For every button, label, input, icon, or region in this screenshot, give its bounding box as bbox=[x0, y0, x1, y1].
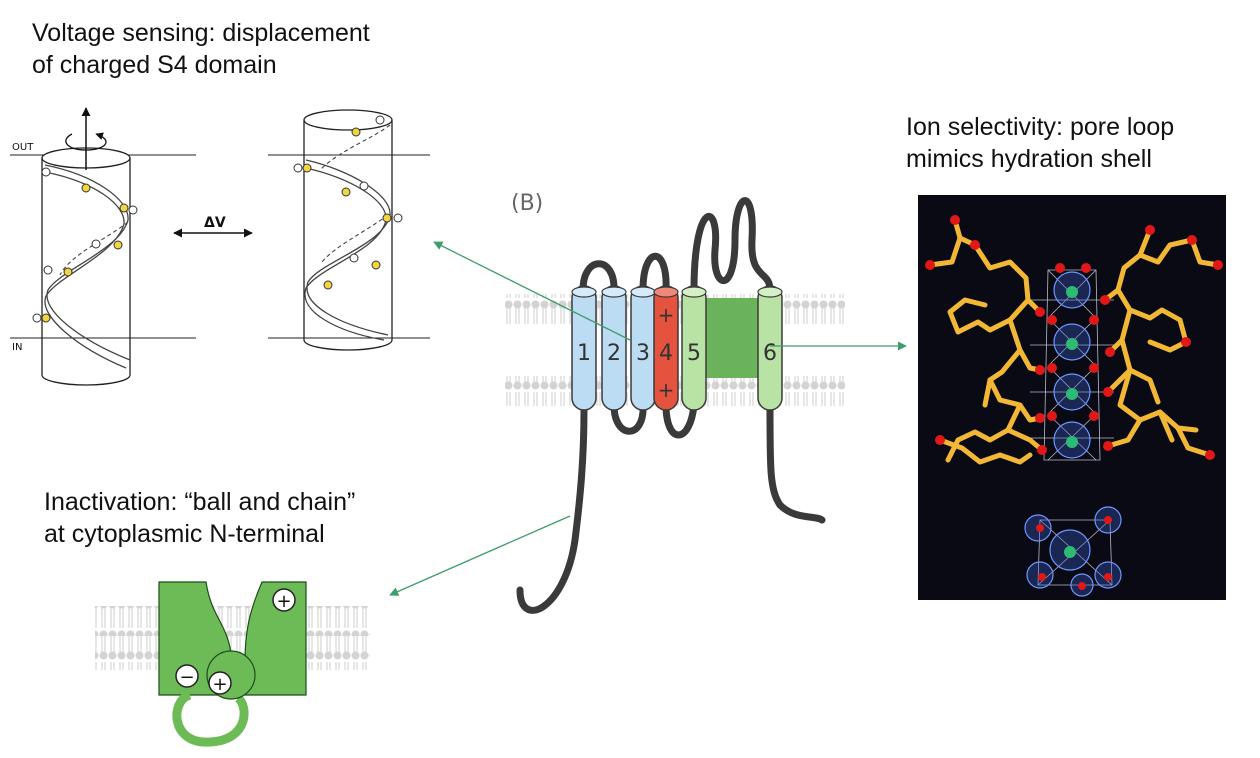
ball-and-chain-panel: − + + bbox=[95, 581, 370, 747]
arrow-to-inactivation bbox=[389, 515, 571, 596]
delta-v-label: ΔV bbox=[204, 215, 226, 231]
ball-plus-charge-icon bbox=[208, 671, 232, 695]
s4-charge-bottom: + bbox=[658, 378, 675, 402]
pore-region bbox=[705, 298, 765, 378]
segment-s6 bbox=[757, 285, 783, 411]
inactivation-caption-line1: Inactivation: “ball and chain” bbox=[44, 488, 356, 516]
arrow-to-voltage-sensor bbox=[433, 241, 631, 341]
s4-charge-top: + bbox=[658, 303, 675, 327]
ion-selectivity-caption-line1: Ion selectivity: pore loop bbox=[906, 113, 1175, 141]
out-label: OUT bbox=[12, 142, 34, 153]
channel-loops bbox=[516, 197, 826, 614]
s4-cylinder-activated bbox=[293, 109, 403, 351]
voltage-sensing-caption-line2: of charged S4 domain bbox=[32, 51, 277, 79]
segment-4-label: 4 bbox=[659, 341, 673, 366]
s4-voltage-sensor-panel: OUT IN ΔV bbox=[10, 107, 430, 386]
segment-s2 bbox=[601, 285, 627, 411]
minus-charge-icon bbox=[175, 664, 199, 688]
segment-6-label: 6 bbox=[763, 341, 777, 366]
selectivity-filter-structure-image bbox=[918, 195, 1226, 600]
segment-5-label: 5 bbox=[687, 341, 701, 366]
voltage-sensing-caption-line1: Voltage sensing: displacement bbox=[32, 19, 370, 47]
segment-s3 bbox=[630, 285, 656, 411]
segment-s5 bbox=[681, 285, 707, 411]
segment-3-label: 3 bbox=[636, 341, 650, 366]
segment-2-label: 2 bbox=[607, 341, 621, 366]
s4-rotation-arrow bbox=[65, 132, 107, 151]
inactivation-caption-line2: at cytoplasmic N-terminal bbox=[44, 520, 325, 548]
channel-plus-charge-symbol: + bbox=[276, 591, 291, 612]
in-label: IN bbox=[12, 342, 22, 353]
segment-s4 bbox=[653, 285, 679, 411]
panel-b-label: (B) bbox=[511, 191, 543, 216]
segment-1-label: 1 bbox=[577, 341, 591, 366]
channel-plus-charge-icon bbox=[272, 588, 296, 612]
ball-plus-charge-symbol: + bbox=[212, 674, 227, 695]
s4-cylinder-resting bbox=[32, 107, 138, 386]
channel-right-half bbox=[244, 581, 307, 696]
channel-topology-panel: (B) bbox=[505, 191, 845, 614]
inactivation-chain bbox=[172, 690, 249, 747]
minus-charge-symbol: − bbox=[179, 667, 194, 688]
inactivation-membrane-outer bbox=[95, 606, 370, 636]
ion-selectivity-caption-line2: mimics hydration shell bbox=[906, 145, 1152, 173]
segment-s1 bbox=[571, 285, 597, 411]
